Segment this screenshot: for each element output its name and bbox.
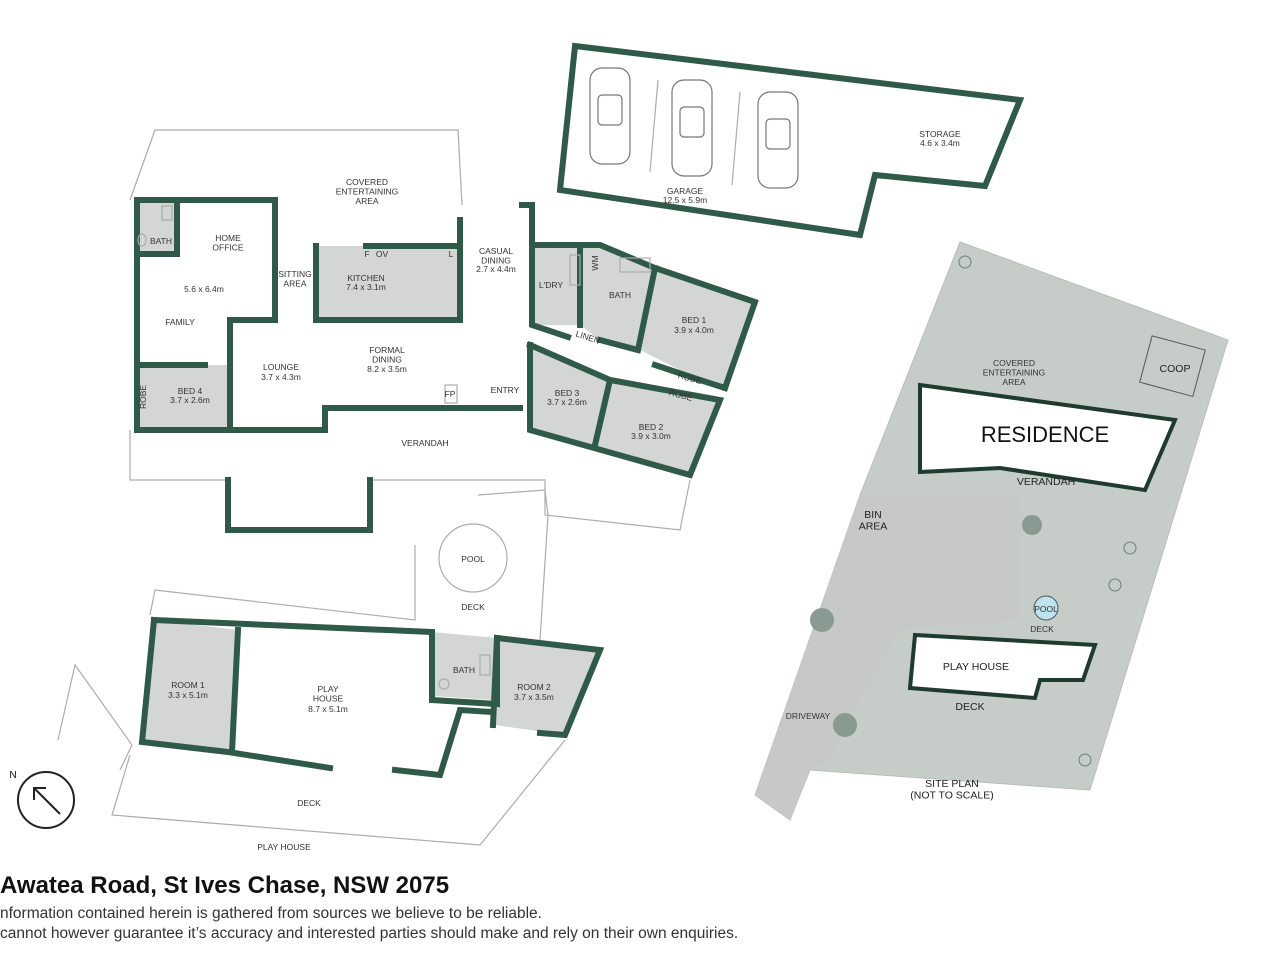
shrub-icon bbox=[1078, 753, 1092, 767]
footer: Awatea Road, St Ives Chase, NSW 2075 nfo… bbox=[0, 872, 1280, 944]
formal-dining-dims-label: 8.2 x 3.5m bbox=[367, 364, 407, 374]
site-plan-note: SITE PLAN(NOT TO SCALE) bbox=[910, 778, 993, 802]
pool-circle bbox=[1033, 595, 1059, 621]
disclaimer-line-2: cannot however guarantee it’s accuracy a… bbox=[0, 925, 739, 942]
tree-icon bbox=[833, 713, 857, 737]
pool-outline bbox=[438, 523, 508, 593]
playhouse-bath-label: BATH bbox=[453, 665, 475, 675]
pantry-label: L bbox=[449, 249, 454, 259]
bed4-fill bbox=[137, 365, 230, 430]
shrub-icon bbox=[1108, 578, 1122, 592]
bed1-label: BED 1 bbox=[682, 315, 707, 325]
kitchen-label: KITCHEN bbox=[347, 273, 384, 283]
fridge-label: F bbox=[364, 249, 369, 259]
laundry-fill bbox=[532, 245, 580, 325]
storage-dims-label: 4.6 x 3.4m bbox=[920, 138, 960, 148]
bath2-label: BATH bbox=[609, 290, 631, 300]
oven-label: OV bbox=[376, 249, 389, 259]
playhouse-block bbox=[907, 632, 1098, 701]
car-icon bbox=[589, 67, 631, 165]
tree-icon bbox=[1022, 515, 1042, 535]
family-dims-label: 5.6 x 6.4m bbox=[184, 284, 224, 294]
room1-dims-label: 3.3 x 5.1m bbox=[168, 690, 208, 700]
bed3-label: BED 3 bbox=[555, 388, 580, 398]
laundry-label: L'DRY bbox=[539, 280, 563, 290]
shrub-icon bbox=[1123, 541, 1137, 555]
kitchen-dims-label: 7.4 x 3.1m bbox=[346, 282, 386, 292]
bed4-dims-label: 3.7 x 2.6m bbox=[170, 395, 210, 405]
play-house-dims-label: 8.7 x 5.1m bbox=[308, 704, 348, 714]
washing-machine-label: WM bbox=[590, 255, 600, 270]
room2-dims-label: 3.7 x 3.5m bbox=[514, 692, 554, 702]
bed1-fill bbox=[640, 268, 755, 388]
playhouse-plan bbox=[57, 489, 605, 846]
bed1-dims-label: 3.9 x 4.0m bbox=[674, 325, 714, 335]
fireplace-label: FP bbox=[445, 389, 456, 399]
playhouse-deck-label: DECK bbox=[297, 798, 321, 808]
disclaimer-line-1: nformation contained herein is gathered … bbox=[0, 905, 542, 922]
garage-dims-label: 12.5 x 5.9m bbox=[663, 195, 707, 205]
garage-plan bbox=[556, 42, 1025, 239]
lounge-label: LOUNGE bbox=[263, 362, 299, 372]
main-house-plan bbox=[129, 129, 759, 533]
site-plan bbox=[754, 241, 1229, 821]
entry-label: ENTRY bbox=[491, 385, 520, 395]
bath-label: BATH bbox=[150, 236, 172, 246]
site-deck-label: DECK bbox=[1030, 624, 1054, 634]
room1-fill bbox=[142, 620, 238, 752]
shrub-icon bbox=[958, 255, 972, 269]
pool-deck-label: DECK bbox=[461, 602, 485, 612]
family-label: FAMILY bbox=[165, 317, 195, 327]
pool-label: POOL bbox=[461, 554, 485, 564]
car-icon bbox=[671, 79, 713, 177]
north-label: N bbox=[9, 769, 17, 781]
site-pool-label: POOL bbox=[1034, 604, 1058, 614]
bed3-dims-label: 3.7 x 2.6m bbox=[547, 397, 587, 407]
site-playhouse-label: PLAY HOUSE bbox=[943, 661, 1009, 673]
storage-label: STORAGE bbox=[919, 129, 961, 139]
verandah-label: VERANDAH bbox=[401, 438, 448, 448]
bath2-fill bbox=[580, 245, 655, 350]
site-verandah-label: VERANDAH bbox=[1017, 476, 1075, 488]
bed2-label: BED 2 bbox=[639, 422, 664, 432]
playhouse-title: PLAY HOUSE bbox=[257, 842, 311, 852]
residence-block bbox=[918, 382, 1178, 493]
car-icon bbox=[757, 91, 799, 189]
tree-icon bbox=[810, 608, 834, 632]
coop-block bbox=[1139, 335, 1206, 398]
site-deck2-label: DECK bbox=[955, 701, 984, 713]
coop-label: COOP bbox=[1160, 363, 1191, 375]
play-bath-fill bbox=[432, 632, 497, 700]
north-arrow-icon bbox=[17, 771, 75, 829]
bed2-dims-label: 3.9 x 3.0m bbox=[631, 431, 671, 441]
lounge-dims-label: 3.7 x 4.3m bbox=[261, 372, 301, 382]
bed4-label: BED 4 bbox=[178, 386, 203, 396]
driveway-area bbox=[755, 495, 1020, 820]
kitchen-fill bbox=[316, 246, 460, 320]
driveway-label: DRIVEWAY bbox=[786, 711, 831, 721]
room1-label: ROOM 1 bbox=[171, 680, 205, 690]
garage-label: GARAGE bbox=[667, 186, 704, 196]
bed2-fill bbox=[595, 380, 720, 475]
residence-label: RESIDENCE bbox=[981, 422, 1109, 447]
room2-label: ROOM 2 bbox=[517, 682, 551, 692]
property-address: Awatea Road, St Ives Chase, NSW 2075 bbox=[0, 872, 450, 899]
robe-label: ROBE bbox=[138, 385, 148, 409]
bed3-fill bbox=[530, 345, 610, 445]
casual-dining-dims-label: 2.7 x 4.4m bbox=[476, 264, 516, 274]
